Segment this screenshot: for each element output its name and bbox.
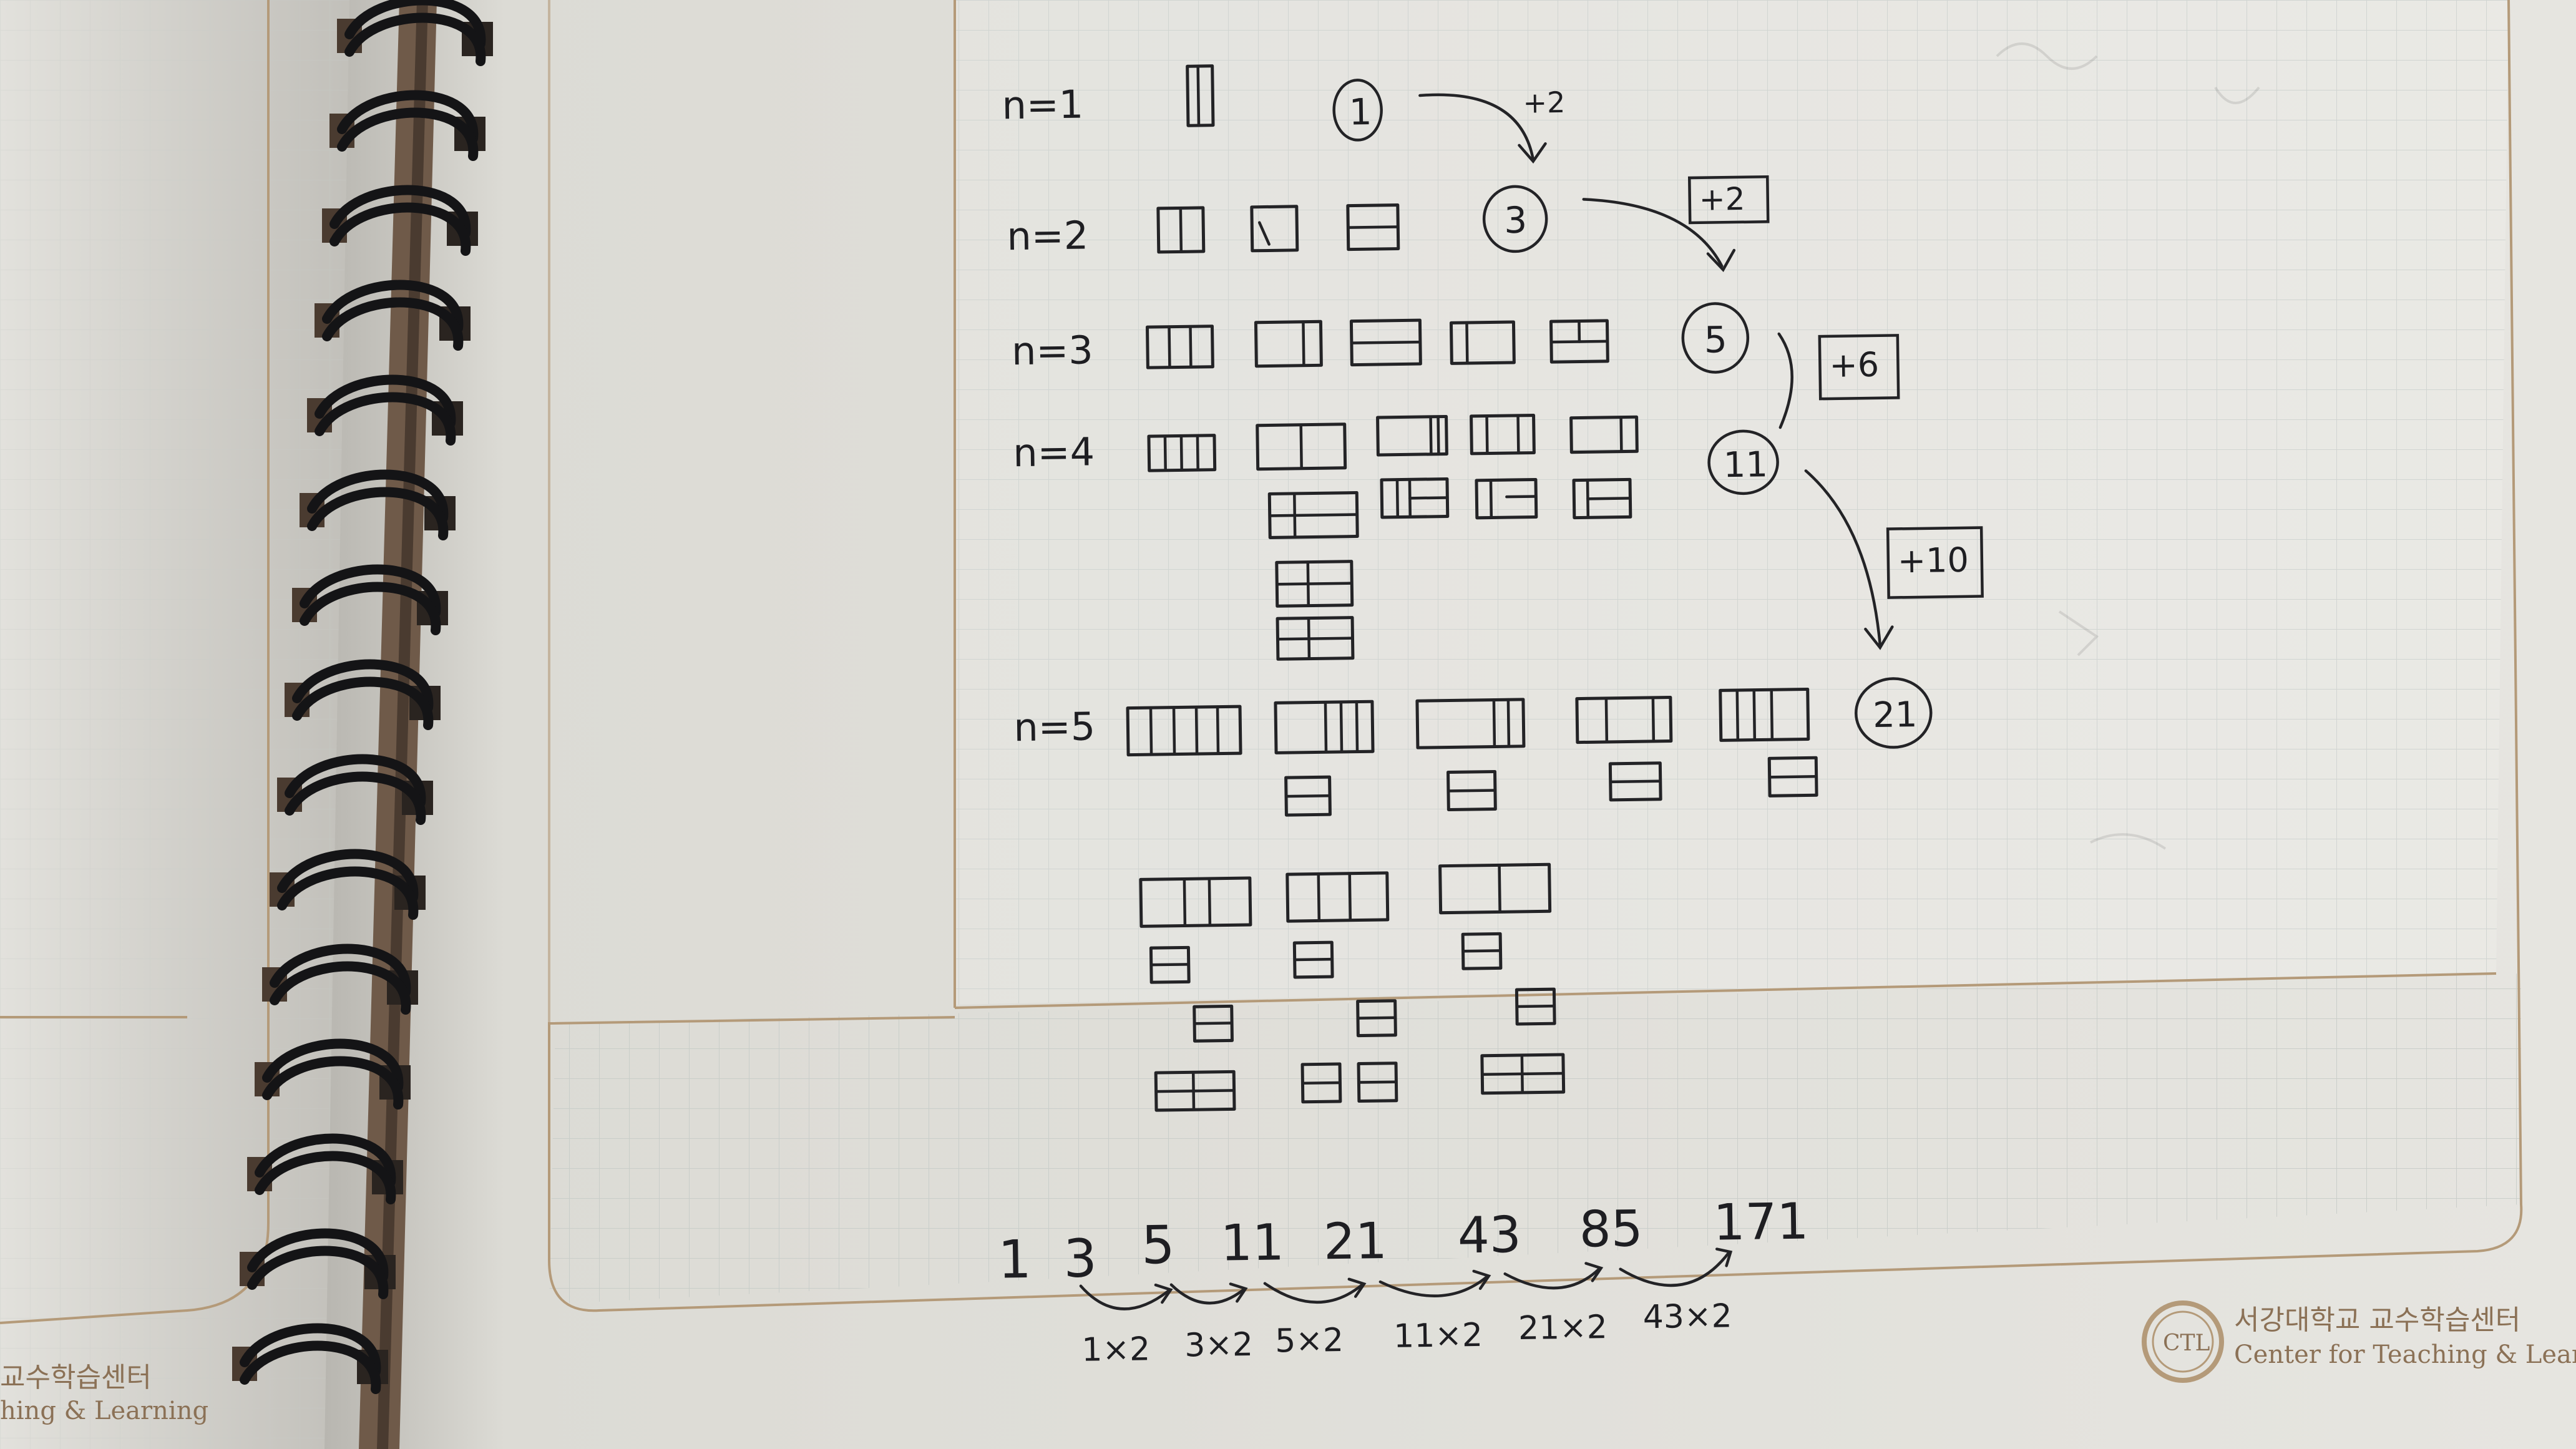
seq-171: 171 (1713, 1193, 1809, 1252)
seq-3: 3 (1063, 1227, 1098, 1289)
binder-ring (270, 944, 411, 997)
count-n5: 21 (1873, 695, 1918, 736)
right-page (324, 0, 2576, 1449)
binder-ring (285, 771, 426, 825)
binder-ring (292, 676, 434, 730)
binder-ring (262, 1038, 404, 1092)
row-label-n5: n=5 (1013, 703, 1096, 750)
mult-3: 5×2 (1275, 1322, 1344, 1360)
binder-ring (307, 469, 449, 523)
diff-label-3: +6 (1829, 345, 1879, 385)
mult-2: 3×2 (1184, 1326, 1254, 1365)
binder-ring (255, 1133, 396, 1187)
binder-ring (285, 754, 426, 807)
binder-ring (322, 280, 464, 333)
binder-ring (344, 0, 486, 49)
binder-ring (255, 1151, 396, 1204)
binder-ring (270, 961, 411, 1015)
ctl-logo-mark: CTL (2163, 1330, 2210, 1356)
binder-ring (240, 1340, 381, 1394)
count-n4: 11 (1723, 444, 1768, 485)
diff-label-2: +2 (1699, 181, 1745, 218)
binder-ring (315, 392, 456, 446)
count-n3: 5 (1704, 318, 1727, 361)
count-n2: 3 (1504, 199, 1528, 242)
handwritten-notes: n=1 n=2 n=3 n=4 n=5 (998, 64, 1984, 1369)
sequence-row: 1 3 5 11 21 43 85 171 (998, 1193, 1809, 1310)
seq-43: 43 (1457, 1206, 1521, 1264)
mult-6: 43×2 (1642, 1297, 1732, 1336)
diff-label-4: +10 (1897, 540, 1969, 581)
mult-4: 11×2 (1393, 1317, 1483, 1355)
mult-1: 1×2 (1081, 1330, 1151, 1369)
circled-counts: 1 3 5 11 21 (1332, 79, 1933, 749)
row-label-n1: n=1 (1002, 82, 1084, 129)
seq-5: 5 (1141, 1214, 1175, 1276)
tiling-sketches (1126, 64, 1818, 1112)
mult-5: 21×2 (1518, 1309, 1608, 1347)
binder-ring (247, 1246, 389, 1299)
binder-ring (240, 1323, 381, 1377)
right-footer-korean: 서강대학교 교수학습센터 (2234, 1304, 2520, 1336)
left-page: 교수학습센터 hing & Learning (0, 0, 399, 1449)
binder-ring (329, 185, 471, 238)
ctl-logo: CTL (2142, 1300, 2224, 1383)
count-n1: 1 (1349, 90, 1372, 134)
diff-label-1: +2 (1523, 85, 1566, 120)
binder-ring (277, 849, 419, 902)
binder-ring (337, 90, 479, 144)
binder-ring (307, 487, 449, 540)
seq-11: 11 (1220, 1213, 1284, 1272)
row-label-n2: n=2 (1007, 212, 1089, 259)
row-label-n4: n=4 (1013, 429, 1095, 476)
seq-85: 85 (1579, 1199, 1643, 1258)
binder-ring (262, 1056, 404, 1110)
seq-1: 1 (998, 1229, 1032, 1290)
right-footer-english: Center for Teaching & Learning (2234, 1340, 2576, 1369)
binder-ring (300, 582, 441, 635)
multiplier-row: 1×2 3×2 5×2 11×2 21×2 43×2 (1081, 1297, 1732, 1369)
binder-ring (247, 1228, 389, 1282)
binder-ring (337, 107, 479, 161)
binder-ring (315, 374, 456, 428)
binder-ring (322, 297, 464, 351)
seq-21: 21 (1323, 1212, 1387, 1271)
binder-ring (277, 866, 419, 920)
left-footer-korean: 교수학습센터 (0, 1362, 152, 1393)
binder-ring (329, 202, 471, 256)
binder-rings (232, 0, 493, 1394)
row-label-n3: n=3 (1012, 327, 1094, 374)
left-footer-english: hing & Learning (0, 1397, 208, 1425)
binder-ring (292, 659, 434, 713)
difference-arrows: +2 +2 +6 +10 (1418, 85, 1984, 650)
binder-ring (300, 564, 441, 618)
binder-ring (344, 12, 486, 66)
